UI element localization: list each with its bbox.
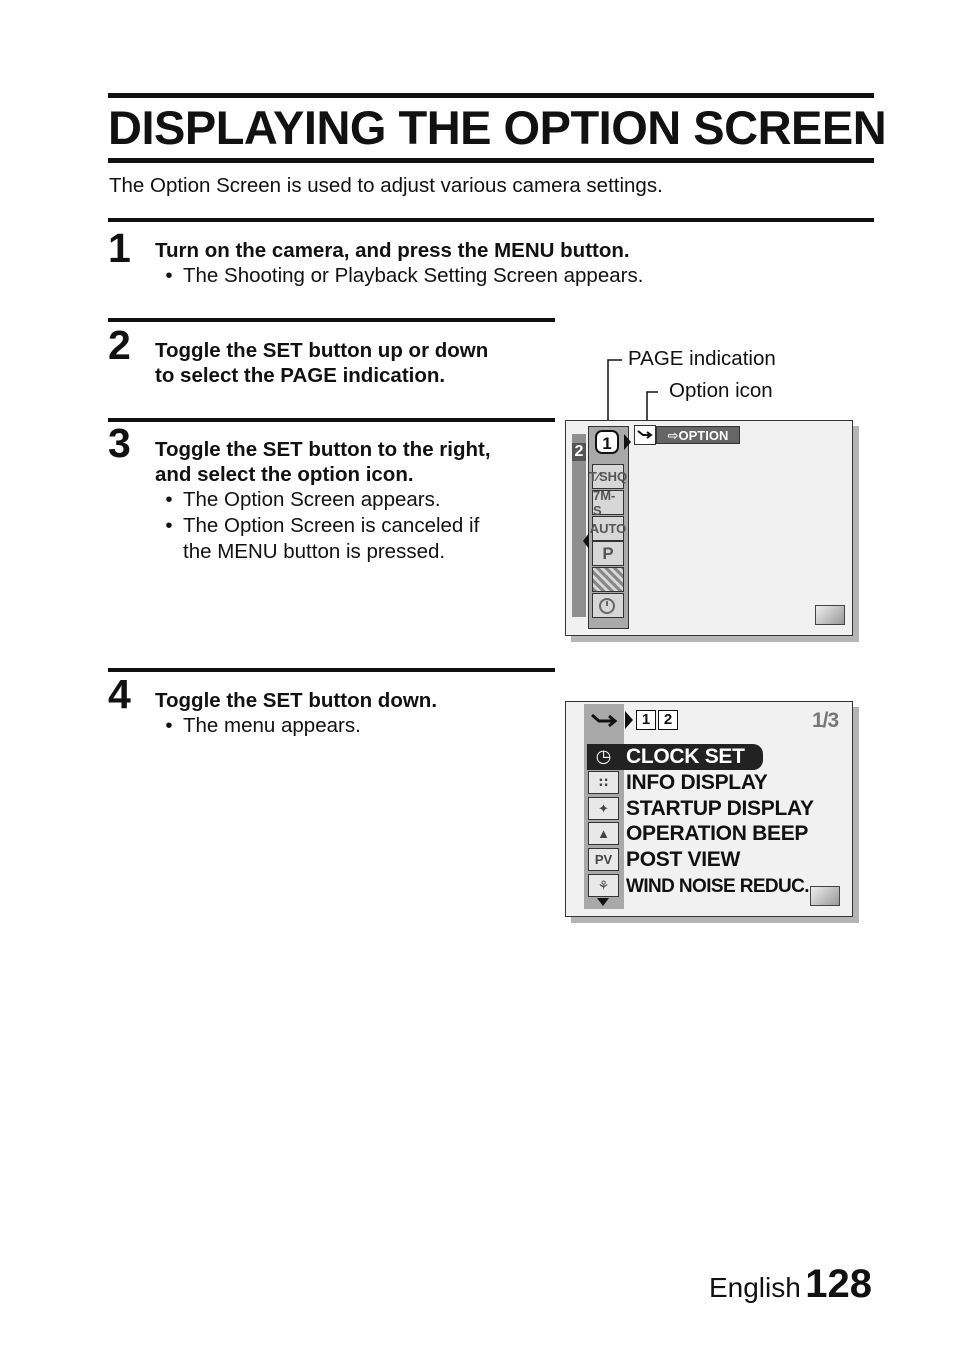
step-2-heading-line-2: to select the PAGE indication. bbox=[155, 364, 446, 387]
menu-item-operation-beep[interactable]: OPERATION BEEP bbox=[626, 822, 809, 845]
step-1-content: Turn on the camera, and press the MENU b… bbox=[155, 238, 855, 289]
mode-icon-quality: T∕SHQ bbox=[589, 464, 627, 489]
menu-page-tab-1[interactable]: 1 bbox=[636, 710, 656, 730]
page-footer: English 128 bbox=[709, 1262, 872, 1307]
menu-battery-icon bbox=[810, 886, 840, 906]
menu-page-tab-2[interactable]: 2 bbox=[658, 710, 678, 730]
title-bottom-rule bbox=[108, 158, 874, 163]
post-view-icon: PV bbox=[588, 848, 619, 871]
menu-item-info-display[interactable]: INFO DISPLAY bbox=[626, 771, 768, 794]
step-1-number: 1 bbox=[108, 225, 131, 271]
callout-option-icon: Option icon bbox=[669, 379, 773, 402]
left-arrow-icon bbox=[583, 533, 589, 549]
mode-icon-resolution: 7M-S bbox=[592, 488, 624, 518]
startup-display-icon: ✦ bbox=[588, 797, 619, 820]
page-1-indicator[interactable]: 1 bbox=[595, 430, 619, 454]
menu-wrench-icon bbox=[588, 708, 620, 732]
step-3-bullet-1: •The Option Screen appears. bbox=[165, 488, 441, 511]
step-4-number: 4 bbox=[108, 671, 131, 717]
menu-right-arrow-icon bbox=[625, 711, 633, 729]
right-arrow-icon bbox=[624, 434, 631, 450]
option-tab-label: ⇨OPTION bbox=[656, 426, 740, 444]
step-2-number: 2 bbox=[108, 322, 131, 368]
step-4-bullet: •The menu appears. bbox=[165, 714, 361, 737]
step-3-rule bbox=[108, 418, 555, 422]
step-3-content: Toggle the SET button to the right, and … bbox=[155, 437, 555, 565]
battery-icon bbox=[815, 605, 845, 625]
menu-item-wind-noise-reduc[interactable]: WIND NOISE REDUC. bbox=[626, 876, 810, 897]
page-title: DISPLAYING THE OPTION SCREEN bbox=[108, 101, 887, 154]
step-3-heading-line-1: Toggle the SET button to the right, bbox=[155, 438, 491, 461]
mode-icon-program: P bbox=[592, 541, 624, 566]
intro-text: The Option Screen is used to adjust vari… bbox=[109, 174, 663, 197]
left-mode-strip bbox=[572, 434, 586, 617]
step-4-content: Toggle the SET button down. •The menu ap… bbox=[155, 688, 555, 739]
bell-icon: ▲ bbox=[588, 822, 619, 845]
step-1-heading: Turn on the camera, and press the MENU b… bbox=[155, 239, 630, 262]
footer-language: English bbox=[708, 1272, 801, 1303]
menu-item-post-view[interactable]: POST VIEW bbox=[626, 848, 740, 871]
callout-leader-lines bbox=[607, 359, 658, 433]
page-number: 128 bbox=[805, 1262, 872, 1306]
step-1-rule bbox=[108, 218, 874, 222]
wrench-icon bbox=[637, 430, 653, 439]
scene-icon bbox=[592, 567, 624, 592]
step-4-heading: Toggle the SET button down. bbox=[155, 689, 438, 712]
self-timer-icon bbox=[592, 593, 624, 618]
menu-item-clock-set[interactable]: CLOCK SET bbox=[626, 745, 745, 768]
clock-icon: ◷ bbox=[588, 745, 619, 768]
menu-item-startup-display[interactable]: STARTUP DISPLAY bbox=[626, 797, 814, 820]
microphone-icon: ⚘ bbox=[588, 874, 619, 897]
step-4-rule bbox=[108, 668, 555, 672]
mode-icon-auto: AUTO bbox=[590, 516, 626, 541]
step-2-content: Toggle the SET button up or down to sele… bbox=[155, 338, 555, 388]
menu-page-indicator: 1/3 bbox=[812, 709, 839, 732]
info-display-icon: ∷ bbox=[588, 771, 619, 794]
step-1-bullet: •The Shooting or Playback Setting Screen… bbox=[165, 264, 644, 287]
title-top-rule bbox=[108, 93, 874, 98]
step-2-heading-line-1: Toggle the SET button up or down bbox=[155, 339, 489, 362]
step-3-heading-line-2: and select the option icon. bbox=[155, 463, 414, 486]
page-2-indicator: 2 bbox=[572, 443, 586, 461]
option-icon[interactable] bbox=[634, 425, 656, 445]
callout-page-indication: PAGE indication bbox=[628, 347, 776, 370]
scroll-down-arrow-icon bbox=[597, 898, 609, 906]
step-3-number: 3 bbox=[108, 420, 131, 466]
step-2-rule bbox=[108, 318, 555, 322]
